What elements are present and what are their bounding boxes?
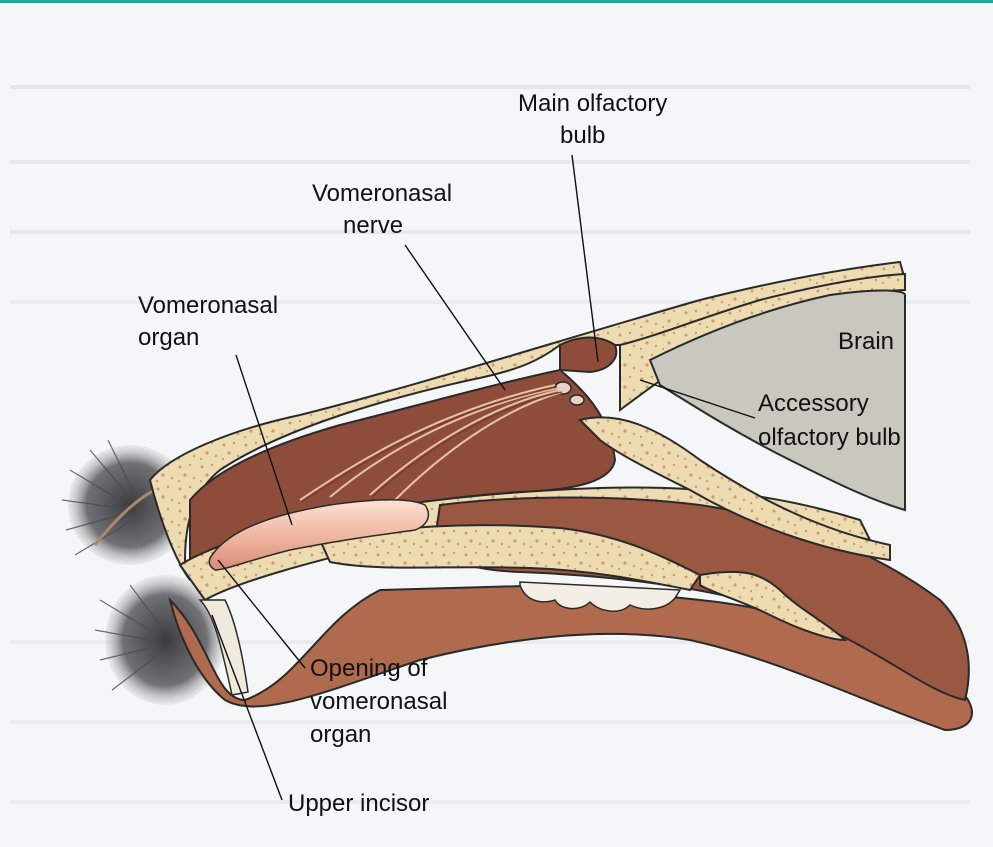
label-opening-line1: Opening of xyxy=(310,655,427,683)
main-olfactory-bulb xyxy=(560,338,616,373)
label-vomeronasal-nerve-line2: nerve xyxy=(343,212,403,240)
label-opening-line2: vomeronasal xyxy=(310,688,447,716)
label-vomeronasal-organ-line1: Vomeronasal xyxy=(138,292,278,320)
leader-main-olfactory-bulb xyxy=(572,155,598,362)
label-main-olfactory-bulb-line1: Main olfactory xyxy=(518,90,667,118)
label-accessory-olfactory-bulb-line1: Accessory xyxy=(758,390,869,418)
label-accessory-olfactory-bulb-line2: olfactory bulb xyxy=(758,424,901,452)
label-brain: Brain xyxy=(838,328,894,356)
label-vomeronasal-organ-line2: organ xyxy=(138,324,199,352)
leader-vomeronasal-nerve xyxy=(405,245,505,390)
label-upper-incisor: Upper incisor xyxy=(288,790,429,818)
label-vomeronasal-nerve-line1: Vomeronasal xyxy=(312,180,452,208)
label-main-olfactory-bulb-line2: bulb xyxy=(560,122,605,150)
label-opening-line3: organ xyxy=(310,721,371,749)
